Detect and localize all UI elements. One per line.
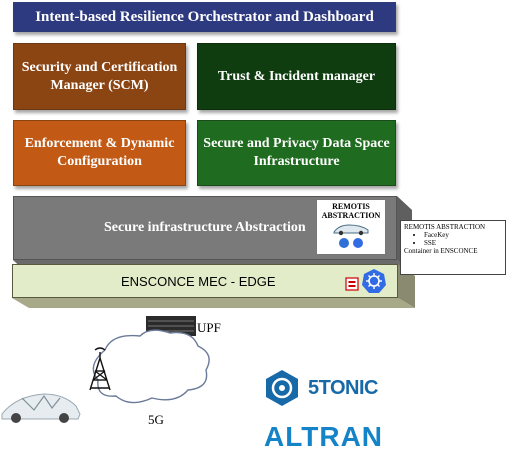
callout-item-facekey: FaceKey xyxy=(424,231,502,239)
upf-label: UPF xyxy=(197,320,221,335)
remotis-car-icon xyxy=(333,224,369,236)
callout-footer: Container in ENSCONCE xyxy=(404,247,478,255)
5tonic-logo-mark xyxy=(266,370,298,406)
kubernetes-mini-icon xyxy=(353,238,363,248)
5g-label: 5G xyxy=(148,412,164,427)
scm-layer: Security and Certification Manager (SCM) xyxy=(13,43,186,110)
enforcement-config-layer: Enforcement & Dynamic Configuration xyxy=(13,120,186,186)
car-icon xyxy=(1,393,81,423)
callout-item-sse: SSE xyxy=(424,239,502,247)
kubernetes-icon xyxy=(362,269,386,293)
callout-title: REMOTIS ABSTRACTION xyxy=(404,223,486,231)
openshift-mini-icon xyxy=(339,238,349,248)
orchestrator-dashboard-layer: Intent-based Resilience Orchestrator and… xyxy=(13,2,396,32)
remotis-box-title: REMOTIS ABSTRACTION xyxy=(321,202,381,220)
mec-edge-layer: ENSCONCE MEC - EDGE xyxy=(12,264,398,298)
cell-tower-icon xyxy=(89,347,111,391)
trust-incident-layer: Trust & Incident manager xyxy=(197,43,396,110)
openshift-icon xyxy=(345,277,359,291)
5tonic-logo: 5TONIC xyxy=(308,377,378,399)
remotis-callout: REMOTIS ABSTRACTION FaceKey SSE Containe… xyxy=(400,220,506,275)
remotis-abstraction-box: REMOTIS ABSTRACTION xyxy=(316,199,386,255)
callout-list: FaceKey SSE xyxy=(404,231,502,247)
altran-logo: ALTRAN xyxy=(264,421,384,452)
cloud-icon xyxy=(92,329,210,404)
data-space-layer: Secure and Privacy Data Space Infrastruc… xyxy=(197,120,396,186)
